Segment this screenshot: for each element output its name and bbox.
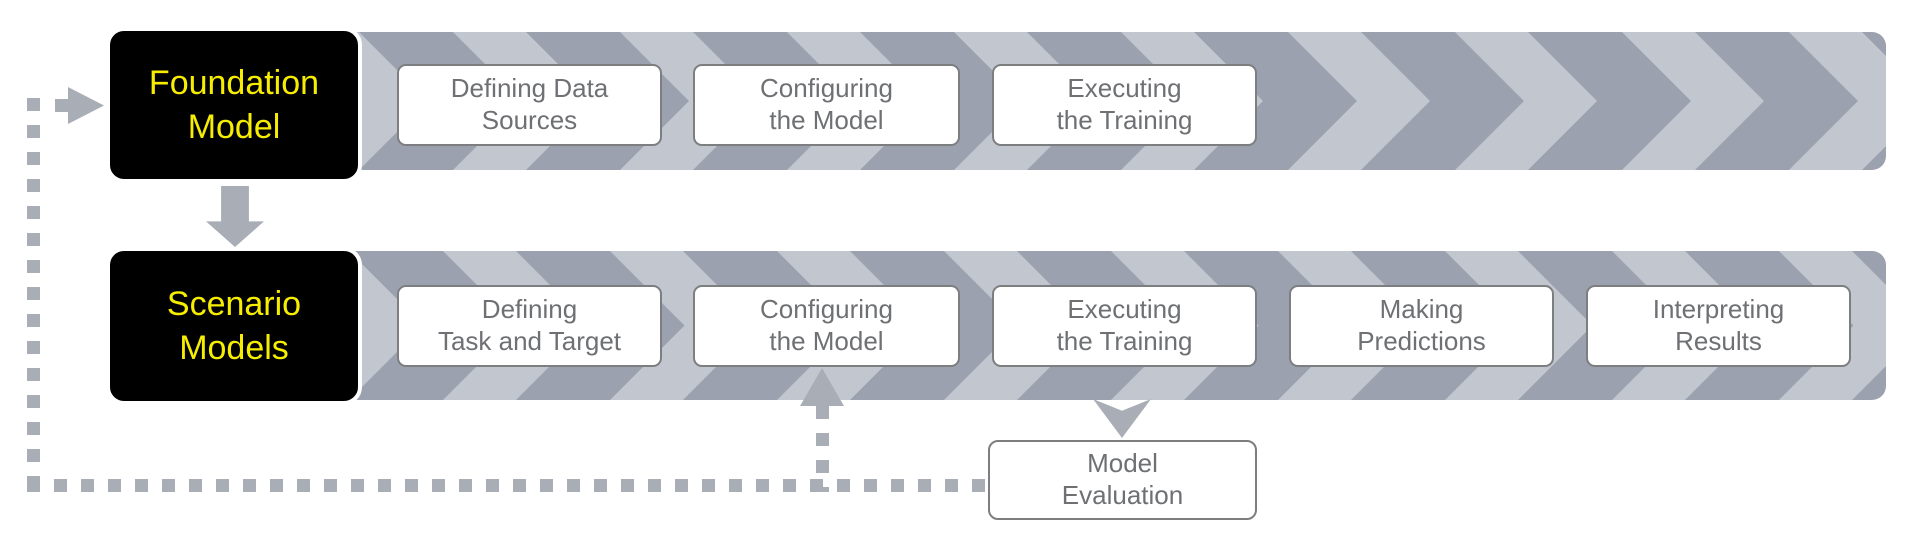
step-label: Making Predictions xyxy=(1357,294,1486,356)
step-making-predictions: Making Predictions xyxy=(1289,285,1554,367)
step-label: Executing the Training xyxy=(1056,73,1193,135)
step-executing-the-training-top: Executing the Training xyxy=(992,64,1257,146)
step-label: Configuring the Model xyxy=(760,294,893,356)
feedback-loop-bottom-line xyxy=(27,479,988,492)
step-configuring-the-model-bottom: Configuring the Model xyxy=(693,285,960,367)
step-executing-the-training-bottom: Executing the Training xyxy=(992,285,1257,367)
step-label: Interpreting Results xyxy=(1652,294,1785,356)
foundation-model-label: Foundation Model xyxy=(148,63,320,146)
step-defining-data-sources: Defining Data Sources xyxy=(397,64,662,146)
feedback-arrowhead-to-foundation xyxy=(68,87,104,124)
step-label: Defining Task and Target xyxy=(437,294,622,356)
step-label: Defining Data Sources xyxy=(450,73,609,135)
foundation-model-box: Foundation Model xyxy=(106,27,362,183)
scenario-models-box: Scenario Models xyxy=(106,247,362,405)
arrow-foundation-to-scenario xyxy=(206,186,264,247)
model-evaluation-box: Model Evaluation xyxy=(988,440,1257,520)
arrow-training-to-evaluation xyxy=(1093,399,1151,438)
model-evaluation-label: Model Evaluation xyxy=(1061,448,1184,510)
foundation-pipeline-band: Defining Data Sources Configuring the Mo… xyxy=(130,32,1886,170)
step-interpreting-results: Interpreting Results xyxy=(1586,285,1851,367)
scenario-models-label: Scenario Models xyxy=(166,284,302,367)
scenario-pipeline-band: Defining Task and Target Configuring the… xyxy=(130,251,1886,400)
step-configuring-the-model-top: Configuring the Model xyxy=(693,64,960,146)
step-label: Configuring the Model xyxy=(760,73,893,135)
step-label: Executing the Training xyxy=(1056,294,1193,356)
feedback-loop-up-line xyxy=(816,406,829,492)
feedback-loop-left-line xyxy=(27,98,40,492)
feedback-loop-stub xyxy=(55,99,69,112)
step-defining-task-and-target: Defining Task and Target xyxy=(397,285,662,367)
